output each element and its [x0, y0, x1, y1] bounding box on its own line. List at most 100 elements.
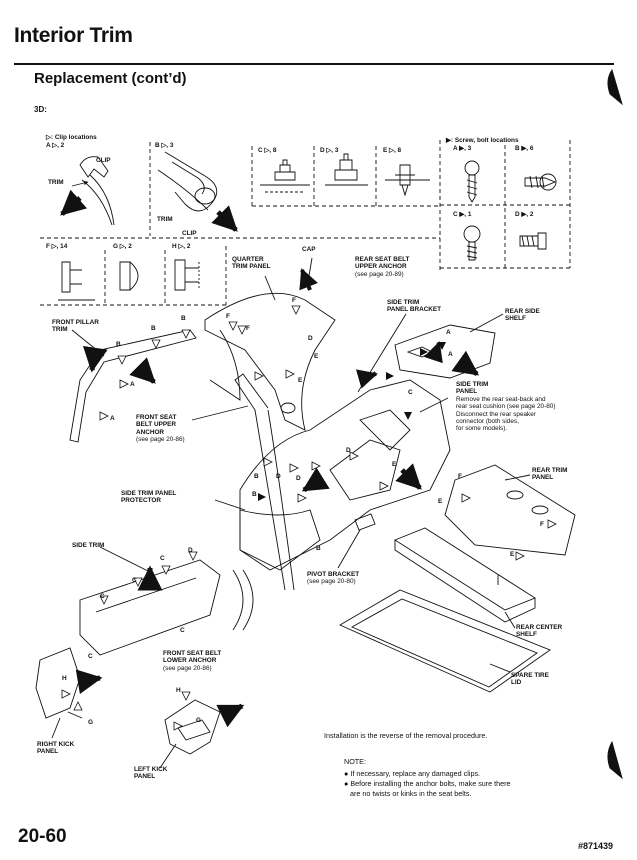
spare-tire-lid	[339, 589, 551, 693]
clip-f-icon	[58, 261, 95, 301]
section-subtitle: Replacement (cont’d)	[34, 70, 187, 87]
svg-text:F: F	[540, 521, 544, 528]
document-code: #871439	[578, 841, 614, 851]
screw-a-count: A ▶, 3	[453, 145, 472, 152]
page-number: 20-60	[18, 826, 67, 847]
svg-text:C: C	[88, 653, 93, 660]
svg-text:E: E	[392, 461, 397, 468]
clip-a-detail	[60, 156, 115, 226]
screw-c-count: C ▶, 1	[453, 211, 472, 218]
clip-e-icon	[385, 164, 430, 197]
clip-c-icon	[260, 159, 310, 193]
svg-text:H: H	[62, 675, 67, 682]
front-pillar-trim	[69, 329, 197, 443]
rear-side-shelf	[355, 313, 504, 389]
svg-text:G: G	[196, 717, 201, 724]
side-trim-panel-body	[239, 313, 451, 571]
clip-c-count: C ▷, 8	[258, 147, 277, 154]
screw-key: ▶: Screw, bolt locations	[446, 137, 519, 144]
svg-text:C: C	[180, 627, 185, 634]
legend-dividers	[40, 140, 571, 306]
svg-text:A: A	[448, 351, 453, 358]
svg-text:C: C	[408, 389, 413, 396]
screw-b-count: B ▶, 6	[515, 145, 534, 152]
svg-text:B: B	[254, 473, 259, 480]
clip-b-detail	[157, 151, 238, 232]
svg-text:B: B	[181, 315, 186, 322]
title-rule	[14, 63, 614, 65]
pivot-bracket-label: PIVOT BRACKET(see page 20-80)	[307, 571, 360, 586]
clip-key: ▷: Clip locations	[46, 134, 97, 141]
svg-text:B: B	[316, 545, 321, 552]
clip-g-icon	[119, 261, 139, 291]
clip-detail-trim-label: TRIM	[48, 179, 64, 186]
rear-center-shelf	[394, 527, 536, 629]
svg-text:D: D	[308, 335, 313, 342]
clip-g-count: G ▷, 2	[113, 243, 132, 250]
svg-text:D: D	[276, 473, 281, 480]
svg-text:E: E	[438, 498, 443, 505]
svg-text:A: A	[446, 329, 451, 336]
screw-markers	[258, 342, 446, 501]
screw-a-icon	[464, 160, 480, 203]
clip-detail-clip-label-2: CLIP	[182, 230, 197, 237]
clip-h-icon	[174, 259, 200, 291]
svg-text:E: E	[298, 377, 303, 384]
clip-a-count: A ▷, 2	[46, 142, 65, 149]
pivot-bracket	[337, 513, 376, 569]
screw-c-icon	[463, 225, 481, 261]
svg-text:B: B	[151, 325, 156, 332]
svg-text:E: E	[510, 551, 515, 558]
page-title: Interior Trim	[14, 24, 133, 47]
left-kick-panel	[159, 699, 245, 769]
screw-b-icon	[524, 173, 557, 191]
clip-d-icon	[325, 153, 368, 186]
screw-d-count: D ▶, 2	[515, 211, 534, 218]
clip-h-count: H ▷, 2	[172, 243, 191, 250]
svg-text:C: C	[132, 577, 137, 584]
svg-text:B: B	[116, 341, 121, 348]
location-markers	[61, 305, 557, 731]
svg-text:C: C	[100, 593, 105, 600]
svg-text:B: B	[252, 491, 257, 498]
svg-text:F: F	[246, 325, 250, 332]
section-tab-mark	[607, 68, 623, 106]
svg-text:D: D	[188, 547, 193, 554]
note-heading: NOTE:	[344, 757, 366, 766]
clip-detail-trim-label-2: TRIM	[157, 216, 173, 223]
side-trim-lower	[79, 546, 254, 656]
cap-label: CAP	[302, 246, 316, 253]
right-kick-panel	[35, 647, 103, 739]
rear-trim-panel	[444, 464, 576, 556]
note-bullets: ● If necessary, replace any damaged clip…	[344, 769, 511, 798]
svg-text:D: D	[346, 447, 351, 454]
svg-text:H: H	[176, 687, 181, 694]
side-trim-protector	[214, 499, 321, 571]
screw-d-icon	[519, 232, 547, 250]
front-seat-belt	[191, 373, 296, 591]
svg-text:C: C	[160, 555, 165, 562]
clip-detail-clip-label: CLIP	[96, 157, 111, 164]
svg-text:F: F	[226, 313, 230, 320]
clip-d-count: D ▷, 3	[320, 147, 339, 154]
svg-text:F: F	[292, 297, 296, 304]
clip-e-count: E ▷, 8	[383, 147, 402, 154]
svg-text:A: A	[130, 381, 135, 388]
step-label: 3D:	[34, 105, 47, 114]
install-note: Installation is the reverse of the remov…	[324, 731, 488, 740]
quarter-trim-panel	[204, 257, 336, 431]
clip-f-count: F ▷, 14	[46, 243, 68, 250]
